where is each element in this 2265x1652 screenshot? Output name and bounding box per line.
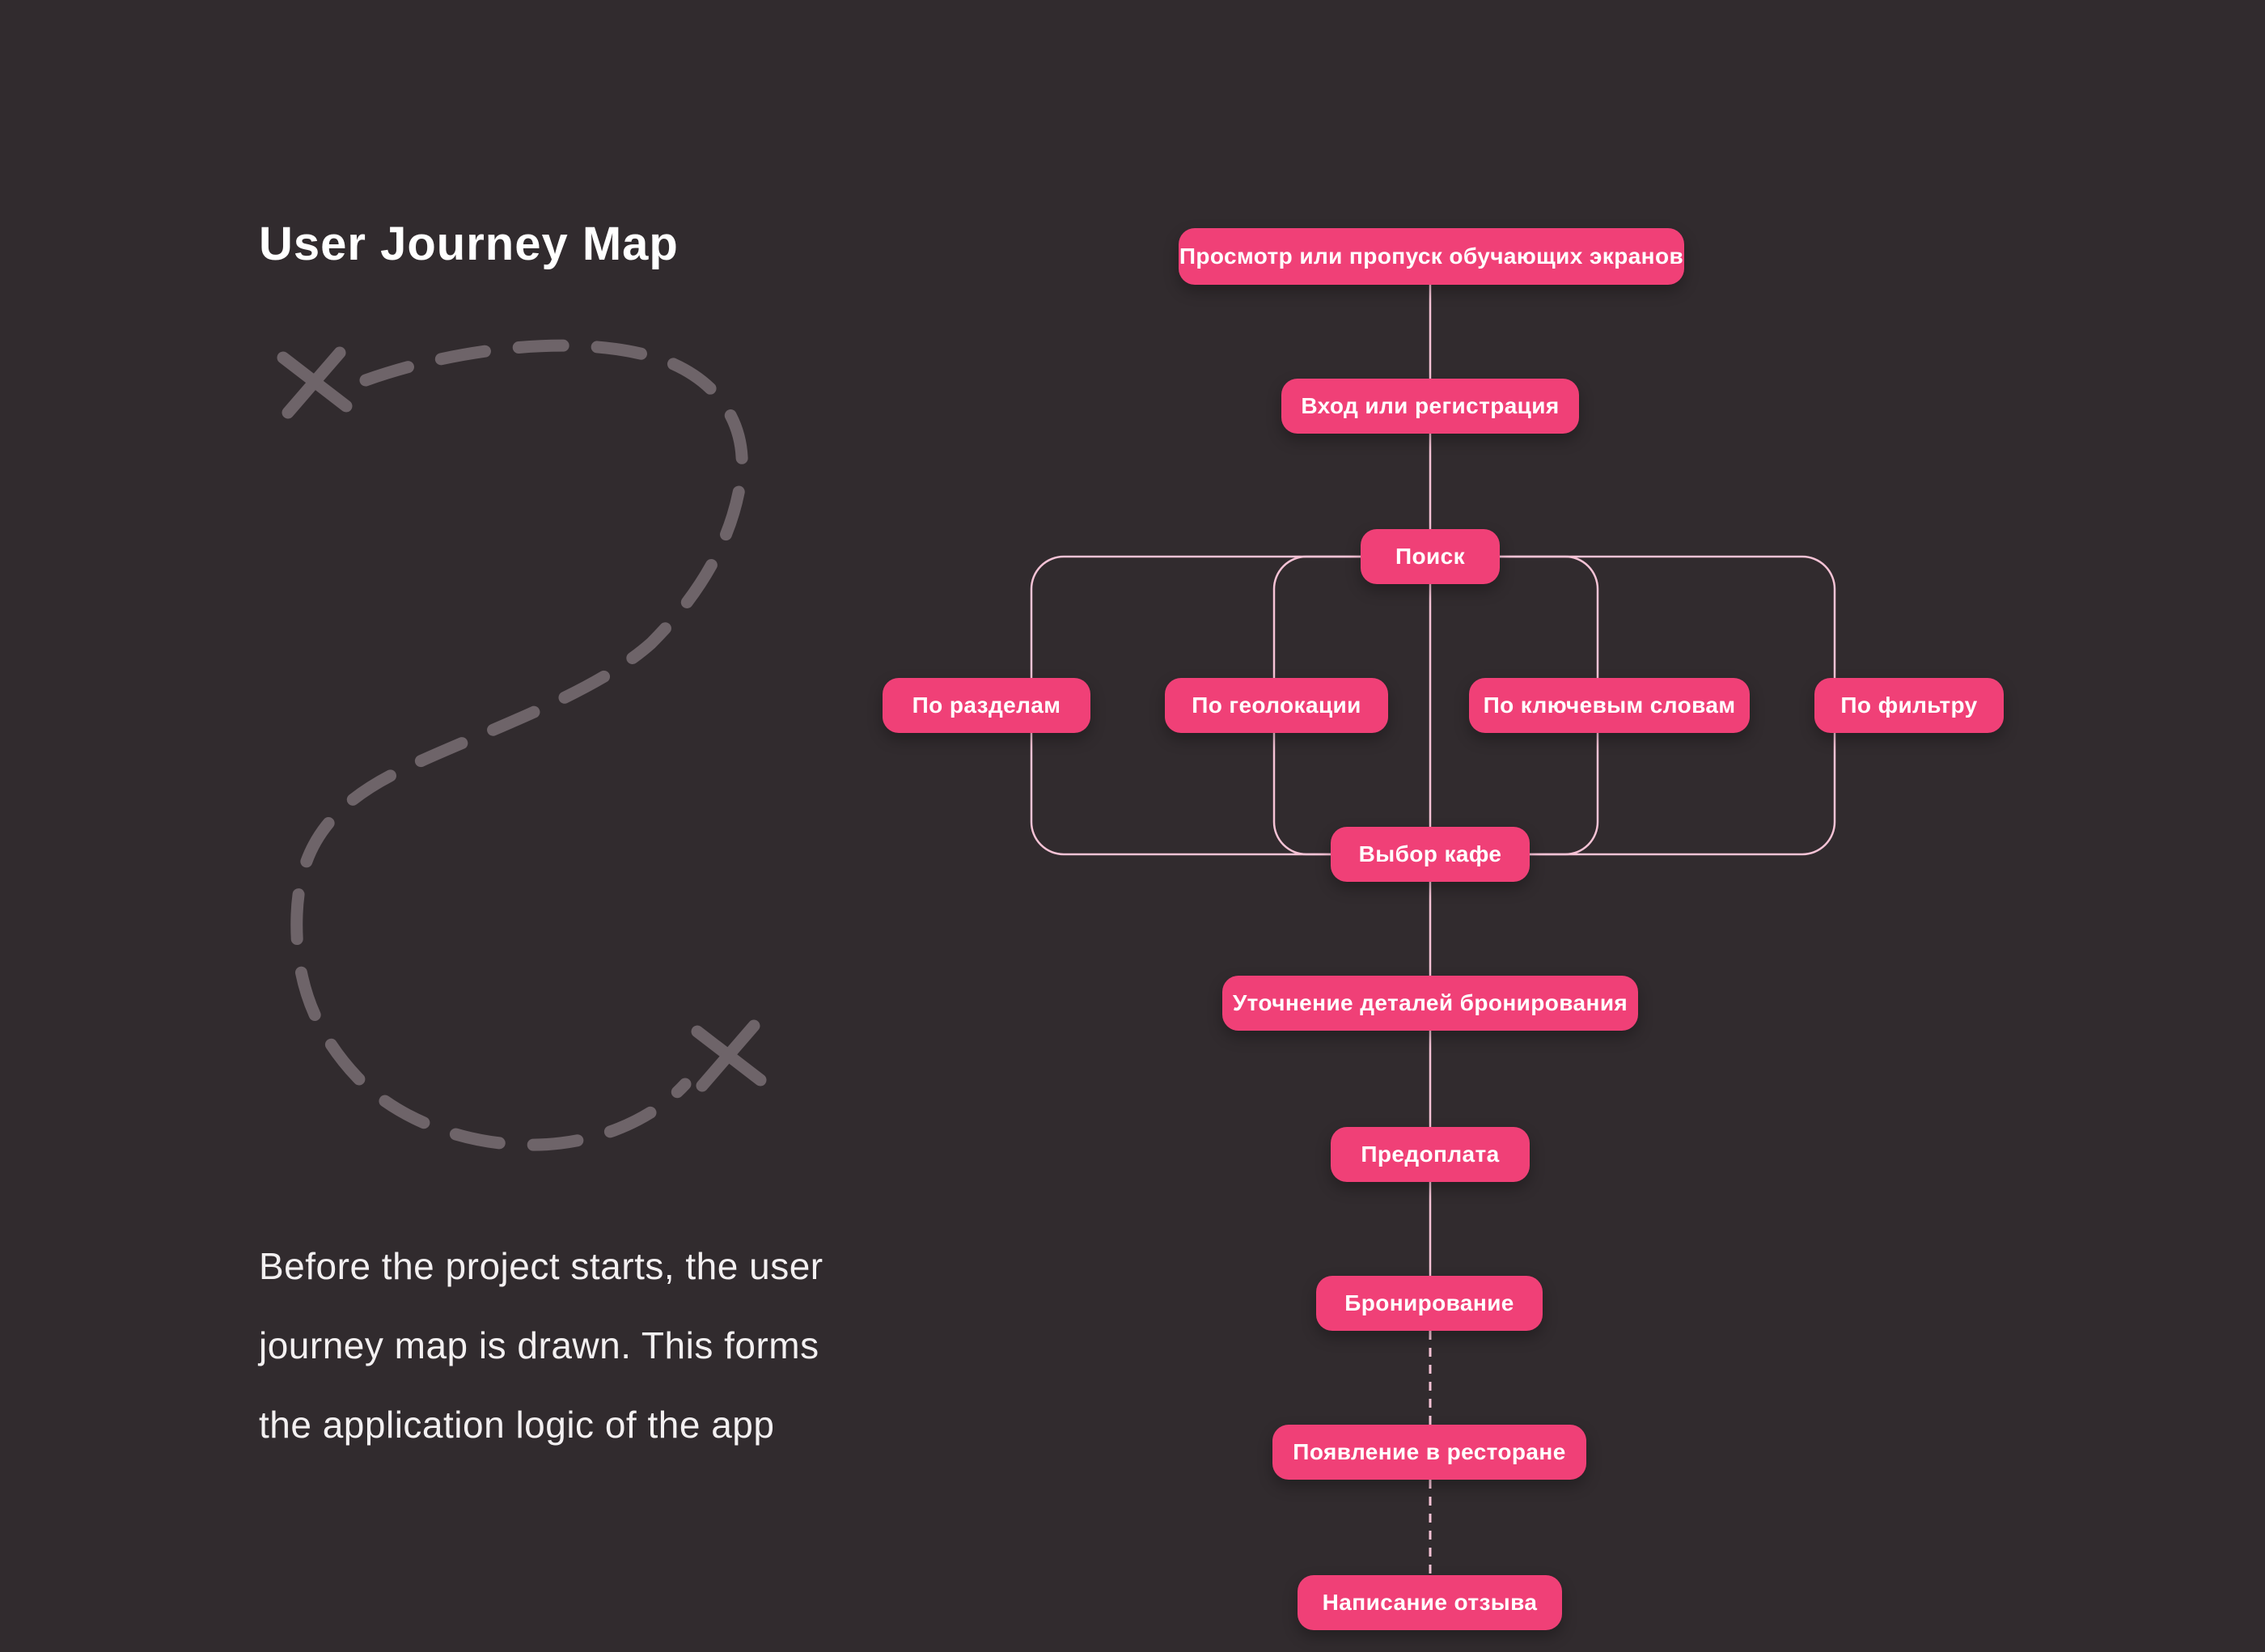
flow-node-cafe-choice: Выбор кафе xyxy=(1331,827,1530,882)
flow-node-by-geolocation: По геолокации xyxy=(1165,678,1388,733)
flow-node-by-sections: По разделам xyxy=(883,678,1090,733)
flow-node-onboarding: Просмотр или пропуск обучающих экранов xyxy=(1179,228,1684,285)
x-mark-start-icon xyxy=(277,346,353,419)
flow-node-by-keywords: По ключевым словам xyxy=(1469,678,1750,733)
intro-line: journey map is drawn. This forms xyxy=(259,1324,819,1366)
x-mark-end-icon xyxy=(691,1019,767,1092)
flow-node-search: Поиск xyxy=(1361,529,1500,584)
flow-node-auth: Вход или регистрация xyxy=(1281,379,1579,434)
page-title: User Journey Map xyxy=(259,218,679,270)
flow-node-prepayment: Предоплата xyxy=(1331,1127,1530,1182)
flow-node-review: Написание отзыва xyxy=(1298,1575,1562,1630)
intro-line: Before the project starts, the user xyxy=(259,1245,823,1287)
flow-node-arrival: Появление в ресторане xyxy=(1272,1425,1586,1480)
journey-path-decoration xyxy=(277,339,767,1151)
flow-node-booking: Бронирование xyxy=(1316,1276,1543,1331)
intro-text: Before the project starts, the user jour… xyxy=(259,1226,922,1464)
flow-node-by-filter: По фильтру xyxy=(1814,678,2004,733)
dashed-route-path xyxy=(290,339,748,1151)
flow-node-booking-details: Уточнение деталей бронирования xyxy=(1222,976,1638,1031)
intro-line: the application logic of the app xyxy=(259,1404,775,1446)
